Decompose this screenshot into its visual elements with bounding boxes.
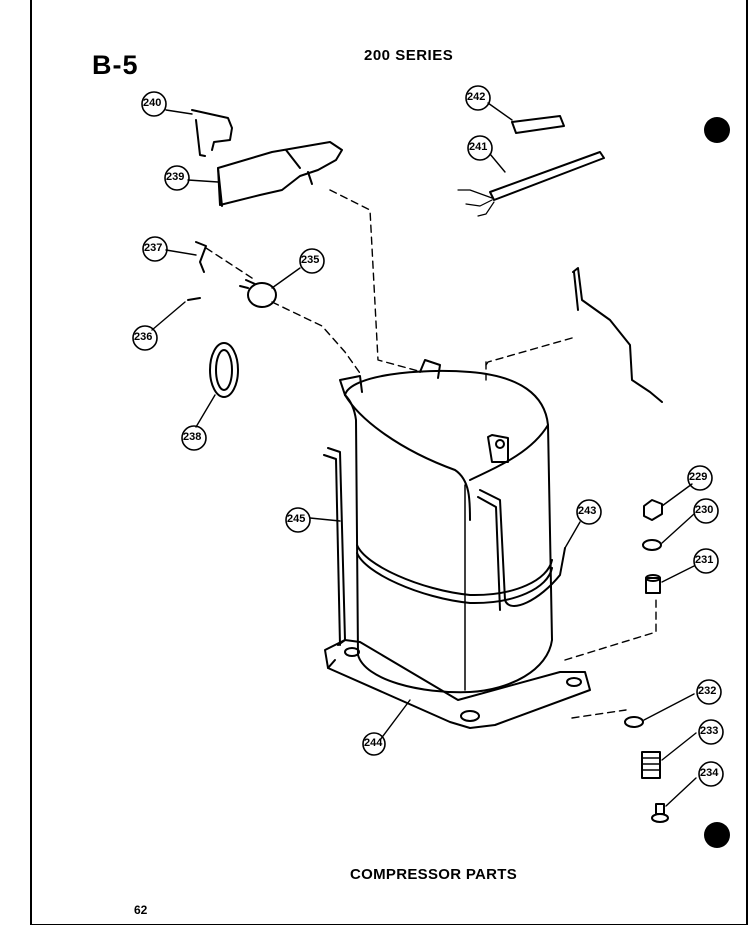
part-234-bolt [651,803,669,823]
series-title: 200 SERIES [364,47,454,64]
part-240-clip [191,109,233,157]
callout-233: 233 [700,725,719,737]
callout-232: 232 [698,685,717,697]
callout-240: 240 [143,97,162,109]
compressor-shell [339,359,553,694]
page-code: B-5 [92,50,139,80]
binder-hole-top [704,117,730,143]
part-236-screw [187,297,201,301]
part-235-overload [239,279,277,308]
callout-236: 236 [134,331,153,343]
callout-241: 241 [469,141,488,153]
alignment-lines [205,189,657,719]
binder-hole-bottom [704,822,730,848]
part-230-washer [642,539,662,551]
callout-229: 229 [689,471,708,483]
callout-circles [132,85,724,787]
page-number: 62 [134,903,148,917]
part-242-terminal [511,115,565,134]
part-232-washer [624,716,644,728]
callout-234: 234 [700,767,719,779]
compressor-base-plate [324,639,591,729]
callout-244: 244 [364,737,383,749]
part-243-bracket [477,489,566,611]
part-245-bracket [323,447,346,646]
part-229-nut [643,499,663,521]
part-238-gasket [209,342,239,398]
callout-238: 238 [183,431,202,443]
part-237-clip [195,241,207,273]
callout-231: 231 [695,554,714,566]
callout-242: 242 [467,91,486,103]
diagram-caption: COMPRESSOR PARTS [350,866,518,883]
callout-237: 237 [144,242,163,254]
callout-235: 235 [301,254,320,266]
part-231-sleeve [645,574,661,594]
callout-239: 239 [166,171,185,183]
part-233-spring [641,751,661,779]
part-239-cover [217,141,343,207]
page-frame [30,0,748,925]
part-241-harness [457,151,605,217]
leader-lines [151,102,697,807]
callout-230: 230 [695,504,714,516]
callout-245: 245 [287,513,306,525]
callout-243: 243 [578,505,597,517]
